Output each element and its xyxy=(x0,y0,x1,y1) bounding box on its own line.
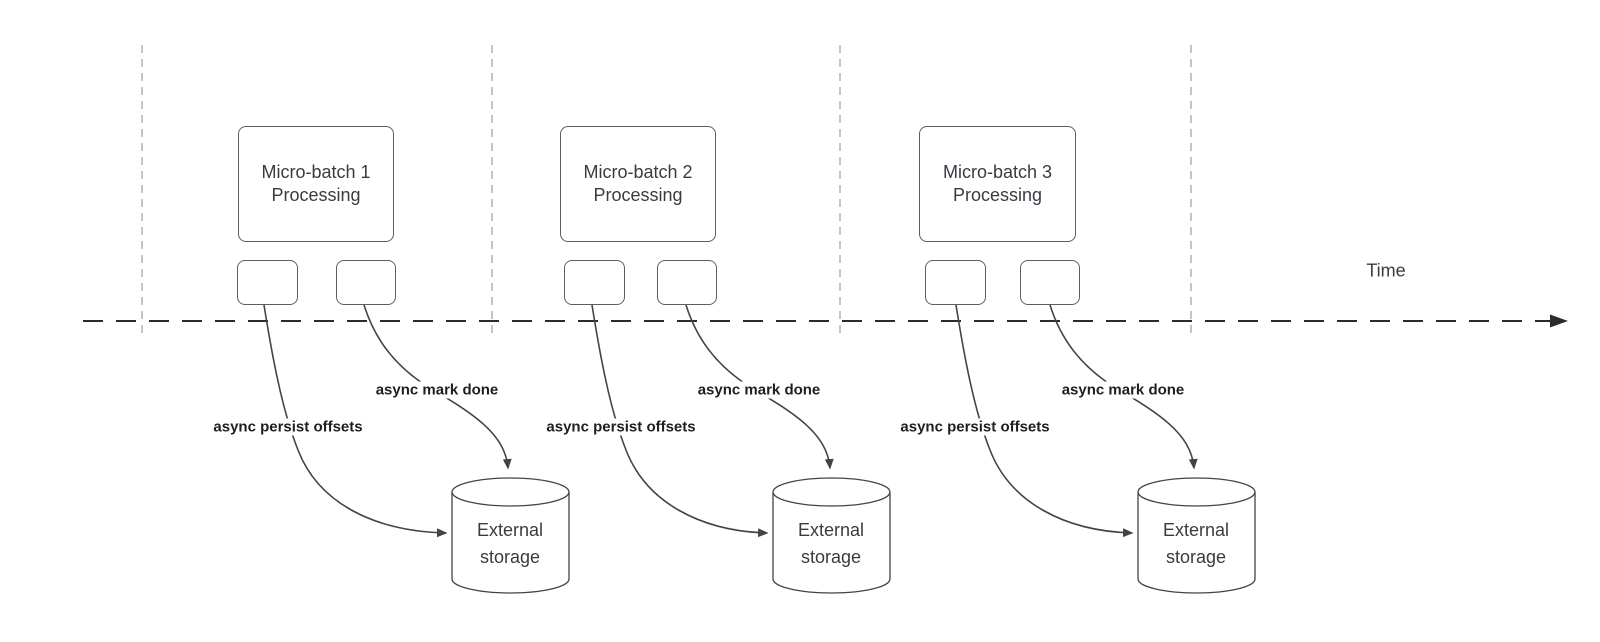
batch2-persist-offsets-arrow xyxy=(591,304,769,538)
batch3-done-task-box xyxy=(1020,260,1080,305)
batch3-persist-task-box xyxy=(925,260,986,305)
micro-batch-2-box: Micro-batch 2 Processing xyxy=(560,126,716,242)
batch2-done-task-box xyxy=(657,260,717,305)
batch2-mark-done-label: async mark done xyxy=(694,381,824,399)
batch1-external-storage-label: External storage xyxy=(476,520,544,567)
batch2-persist-task-box xyxy=(564,260,625,305)
batch3-mark-done-label: async mark done xyxy=(1058,381,1188,399)
micro-batch-3-title: Micro-batch 3 Processing xyxy=(942,162,1053,205)
batch2-storage-cylinder-rim xyxy=(772,491,891,507)
batch1-persist-task-box xyxy=(237,260,298,305)
time-label: Time xyxy=(1366,260,1406,281)
batch1-mark-done-label: async mark done xyxy=(372,381,502,399)
batch1-storage-cylinder-rim xyxy=(451,491,570,507)
batch1-storage-cylinder-shape xyxy=(451,477,570,594)
batch3-storage-cylinder-shape xyxy=(1137,477,1256,594)
batch3-persist-offsets-label: async persist offsets xyxy=(897,418,1053,436)
batch3-persist-offsets-arrow xyxy=(955,304,1134,538)
batch3-storage-cylinder-rim xyxy=(1137,491,1256,507)
micro-batch-2-title: Micro-batch 2 Processing xyxy=(583,162,693,205)
micro-batch-1-title: Micro-batch 1 Processing xyxy=(261,162,371,205)
batch2-external-storage-label: External storage xyxy=(797,520,865,567)
batch2-persist-offsets-label: async persist offsets xyxy=(543,418,699,436)
batch2-storage-cylinder-shape xyxy=(772,477,891,594)
micro-batch-1-box: Micro-batch 1 Processing xyxy=(238,126,394,242)
micro-batch-3-box: Micro-batch 3 Processing xyxy=(919,126,1076,242)
batch3-external-storage-label: External storage xyxy=(1162,520,1230,567)
batch1-persist-offsets-label: async persist offsets xyxy=(210,418,366,436)
batch1-persist-offsets-arrow xyxy=(263,304,448,538)
batch1-done-task-box xyxy=(336,260,396,305)
